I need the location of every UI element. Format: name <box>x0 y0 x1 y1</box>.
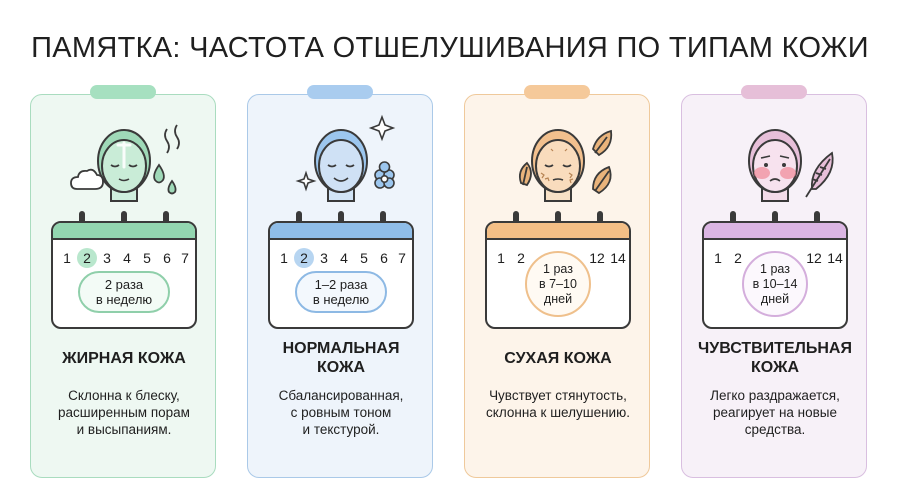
calendar-days: 1 2 12 14 <box>704 248 846 268</box>
skin-type-description: Чувствует стянутость, склонна к шелушени… <box>486 388 630 420</box>
calendar-days: 1 2 3 4 5 6 7 <box>53 248 195 268</box>
card-sensitive-skin: 1 2 12 14 1 раз в 10–14 дней ЧУВСТВИТЕЛЬ… <box>681 85 867 478</box>
calendar-days: 1 2 3 4 5 6 7 <box>270 248 412 268</box>
calendar-header <box>704 223 846 240</box>
leaf-icon <box>518 129 613 195</box>
flower-icon <box>374 161 395 189</box>
skin-type-name: ЧУВСТВИТЕЛЬНАЯ КОЖА <box>698 340 852 376</box>
calendar-header <box>53 223 195 240</box>
frequency-label: 1 раз в 7–10 дней <box>525 251 591 317</box>
calendar-days: 1 2 12 14 <box>487 248 629 268</box>
skin-type-description: Легко раздражается, реагирует на новые с… <box>710 388 840 437</box>
calendar: 1 2 3 4 5 6 7 1–2 раза в неделю <box>268 211 414 331</box>
frequency-label: 2 раза в неделю <box>78 271 170 313</box>
calendar-body: 1 2 3 4 5 6 7 2 раза в неделю <box>51 221 197 329</box>
calendar-day: 2 <box>517 250 525 266</box>
calendar-day-highlighted: 2 <box>77 248 97 268</box>
calendar-day-highlighted: 2 <box>294 248 314 268</box>
frequency-label: 1 раз в 10–14 дней <box>742 251 808 317</box>
card-tab <box>524 85 590 99</box>
calendar-body: 1 2 12 14 1 раз в 7–10 дней <box>485 221 631 329</box>
card-tab <box>90 85 156 99</box>
calendar-day: 3 <box>320 250 328 266</box>
face-oily-icon <box>70 124 180 202</box>
skin-type-name: НОРМАЛЬНАЯ КОЖА <box>282 340 400 376</box>
droplets-icon <box>153 163 177 195</box>
calendar-day: 12 <box>806 250 822 266</box>
calendar-header <box>270 223 412 240</box>
calendar-day: 1 <box>714 250 722 266</box>
face-normal-icon <box>295 114 396 202</box>
skin-type-name: СУХАЯ КОЖА <box>504 350 612 367</box>
calendar-day: 2 <box>734 250 742 266</box>
calendar-body: 1 2 12 14 1 раз в 10–14 дней <box>702 221 848 329</box>
calendar-day: 12 <box>589 250 605 266</box>
cloud-puff-icon <box>70 168 104 190</box>
calendar-day: 6 <box>163 250 171 266</box>
calendar-header <box>487 223 629 240</box>
card-normal-skin: 1 2 3 4 5 6 7 1–2 раза в неделю НОРМАЛЬН… <box>247 85 433 478</box>
calendar-day: 4 <box>123 250 131 266</box>
skin-type-description: Склонна к блеску, расширенным порам и вы… <box>58 388 190 437</box>
sparkle-icon <box>295 114 396 192</box>
page-title: ПАМЯТКА: ЧАСТОТА ОТШЕЛУШИВАНИЯ ПО ТИПАМ … <box>31 32 869 64</box>
calendar-day: 4 <box>340 250 348 266</box>
calendar-day: 14 <box>827 250 843 266</box>
steam-icon <box>164 124 180 154</box>
calendar-body: 1 2 3 4 5 6 7 1–2 раза в неделю <box>268 221 414 329</box>
cards-row: 1 2 3 4 5 6 7 2 раза в неделю ЖИРНАЯ КОЖ… <box>30 85 870 480</box>
calendar-day: 7 <box>181 250 189 266</box>
calendar-day: 14 <box>610 250 626 266</box>
calendar: 1 2 12 14 1 раз в 7–10 дней <box>485 211 631 331</box>
feather-icon <box>805 151 834 198</box>
calendar: 1 2 12 14 1 раз в 10–14 дней <box>702 211 848 331</box>
calendar-day: 1 <box>280 250 288 266</box>
card-oily-skin: 1 2 3 4 5 6 7 2 раза в неделю ЖИРНАЯ КОЖ… <box>30 85 216 478</box>
calendar-day: 5 <box>360 250 368 266</box>
card-tab <box>741 85 807 99</box>
card-tab <box>307 85 373 99</box>
calendar-day: 5 <box>143 250 151 266</box>
calendar-day: 6 <box>380 250 388 266</box>
calendar: 1 2 3 4 5 6 7 2 раза в неделю <box>51 211 197 331</box>
calendar-day: 1 <box>63 250 71 266</box>
skin-type-description: Сбалансированная, с ровным тоном и текст… <box>278 388 404 437</box>
calendar-day: 3 <box>103 250 111 266</box>
frequency-label: 1–2 раза в неделю <box>295 271 387 313</box>
calendar-day: 7 <box>398 250 406 266</box>
calendar-day: 1 <box>497 250 505 266</box>
face-sensitive-icon <box>748 129 834 202</box>
face-dry-icon <box>518 129 613 202</box>
skin-type-name: ЖИРНАЯ КОЖА <box>62 350 186 367</box>
card-dry-skin: 1 2 12 14 1 раз в 7–10 дней СУХАЯ КОЖА Ч… <box>464 85 650 478</box>
